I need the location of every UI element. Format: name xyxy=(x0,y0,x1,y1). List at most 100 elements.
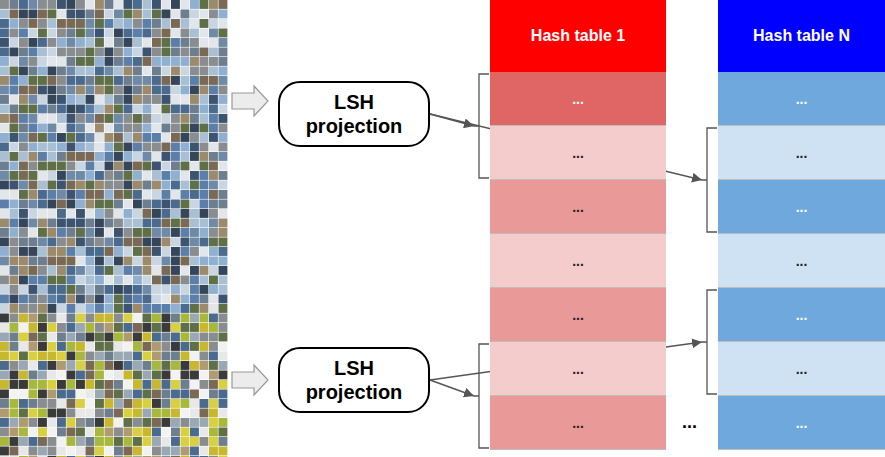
image-thumbnail xyxy=(38,152,47,161)
image-thumbnail xyxy=(124,390,133,399)
image-thumbnail xyxy=(114,95,123,104)
image-thumbnail xyxy=(171,371,180,380)
image-thumbnail xyxy=(95,409,104,418)
image-thumbnail xyxy=(95,380,104,389)
image-thumbnail xyxy=(209,276,218,285)
image-thumbnail xyxy=(143,276,152,285)
image-thumbnail xyxy=(190,105,199,114)
image-thumbnail xyxy=(124,295,133,304)
image-thumbnail xyxy=(95,29,104,38)
image-thumbnail xyxy=(95,10,104,19)
image-thumbnail xyxy=(76,162,85,171)
image-thumbnail xyxy=(114,57,123,66)
image-thumbnail xyxy=(67,304,76,313)
image-thumbnail xyxy=(38,200,47,209)
image-thumbnail xyxy=(162,114,171,123)
image-thumbnail xyxy=(67,38,76,47)
image-thumbnail xyxy=(124,228,133,237)
image-thumbnail xyxy=(133,257,142,266)
image-thumbnail xyxy=(190,399,199,408)
image-thumbnail xyxy=(76,276,85,285)
image-thumbnail xyxy=(219,86,228,95)
image-thumbnail xyxy=(67,171,76,180)
image-thumbnail xyxy=(162,152,171,161)
image-thumbnail xyxy=(162,219,171,228)
image-thumbnail xyxy=(152,67,161,76)
image-thumbnail xyxy=(76,456,85,457)
image-thumbnail xyxy=(143,190,152,199)
image-thumbnail xyxy=(219,437,228,446)
image-thumbnail xyxy=(219,447,228,456)
image-thumbnail xyxy=(209,238,218,247)
image-thumbnail xyxy=(67,266,76,275)
image-thumbnail xyxy=(10,67,19,76)
image-thumbnail xyxy=(76,152,85,161)
image-thumbnail xyxy=(171,190,180,199)
image-thumbnail xyxy=(152,418,161,427)
image-thumbnail xyxy=(200,276,209,285)
image-thumbnail xyxy=(124,314,133,323)
image-thumbnail xyxy=(19,190,28,199)
image-thumbnail xyxy=(67,390,76,399)
image-thumbnail xyxy=(0,86,9,95)
image-thumbnail xyxy=(171,380,180,389)
image-thumbnail xyxy=(114,285,123,294)
image-thumbnail xyxy=(181,266,190,275)
image-thumbnail xyxy=(10,304,19,313)
image-thumbnail xyxy=(162,95,171,104)
image-thumbnail xyxy=(171,266,180,275)
image-thumbnail xyxy=(29,133,38,142)
image-thumbnail xyxy=(86,0,95,9)
image-thumbnail xyxy=(124,342,133,351)
image-thumbnail xyxy=(190,19,199,28)
image-thumbnail xyxy=(200,314,209,323)
image-thumbnail xyxy=(38,10,47,19)
image-thumbnail xyxy=(105,48,114,57)
image-thumbnail xyxy=(10,380,19,389)
image-thumbnail xyxy=(0,10,9,19)
image-thumbnail xyxy=(133,190,142,199)
image-thumbnail xyxy=(181,29,190,38)
image-thumbnail xyxy=(219,105,228,114)
image-thumbnail xyxy=(19,418,28,427)
image-thumbnail xyxy=(171,333,180,342)
image-thumbnail xyxy=(200,447,209,456)
image-thumbnail xyxy=(86,257,95,266)
image-thumbnail xyxy=(10,418,19,427)
image-thumbnail xyxy=(219,409,228,418)
image-thumbnail xyxy=(48,86,57,95)
image-thumbnail xyxy=(105,133,114,142)
image-thumbnail xyxy=(105,19,114,28)
image-thumbnail xyxy=(143,342,152,351)
image-thumbnail xyxy=(67,200,76,209)
image-thumbnail xyxy=(133,152,142,161)
image-thumbnail xyxy=(219,247,228,256)
image-thumbnail xyxy=(38,456,47,457)
image-thumbnail xyxy=(209,380,218,389)
ellipsis-label: ... xyxy=(682,412,697,433)
image-thumbnail xyxy=(152,10,161,19)
image-thumbnail xyxy=(38,0,47,9)
image-thumbnail xyxy=(38,380,47,389)
image-thumbnail xyxy=(219,200,228,209)
image-thumbnail xyxy=(0,143,9,152)
image-thumbnail xyxy=(124,19,133,28)
bucket-text: ... xyxy=(796,253,808,269)
image-thumbnail xyxy=(124,209,133,218)
image-thumbnail xyxy=(19,29,28,38)
image-thumbnail xyxy=(38,95,47,104)
image-thumbnail xyxy=(133,437,142,446)
image-thumbnail xyxy=(76,48,85,57)
image-thumbnail xyxy=(209,409,218,418)
image-thumbnail xyxy=(114,200,123,209)
image-thumbnail xyxy=(86,190,95,199)
image-thumbnail xyxy=(152,428,161,437)
image-thumbnail xyxy=(181,409,190,418)
image-thumbnail xyxy=(48,200,57,209)
image-thumbnail xyxy=(29,209,38,218)
image-thumbnail xyxy=(143,133,152,142)
image-thumbnail xyxy=(29,361,38,370)
image-thumbnail xyxy=(29,323,38,332)
image-thumbnail xyxy=(181,238,190,247)
image-thumbnail xyxy=(143,361,152,370)
